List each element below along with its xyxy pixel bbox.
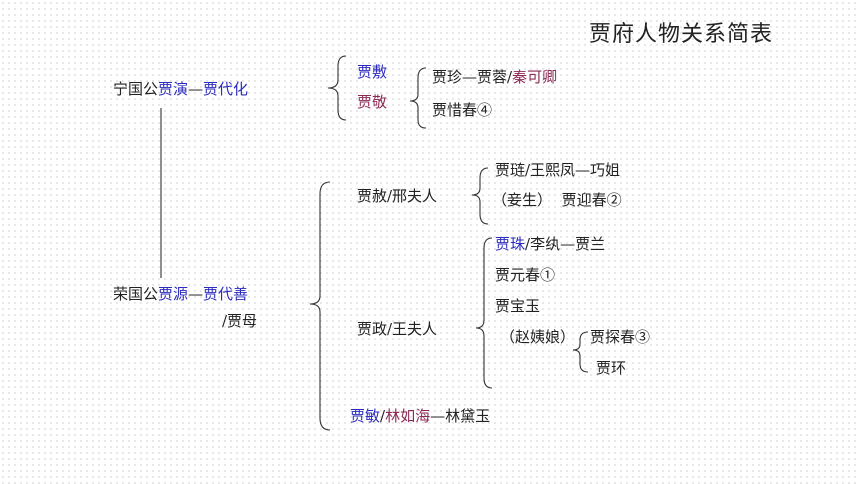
rongguo-children-brace bbox=[309, 181, 331, 431]
zhu-name: 贾珠 bbox=[495, 235, 526, 253]
zheng-child-zhu-line: 贾珠/李纨—贾兰 bbox=[495, 235, 605, 253]
qin-keqing: 秦可卿 bbox=[512, 68, 558, 86]
ningguo-founder: 贾演 bbox=[158, 80, 189, 98]
zhen-dash: — bbox=[462, 68, 478, 86]
min-name: 贾敏 bbox=[350, 407, 381, 425]
min-slash: / bbox=[380, 407, 386, 425]
jing-child-zhen-line: 贾珍—贾蓉/秦可卿 bbox=[432, 68, 557, 86]
rong-slash: / bbox=[507, 68, 513, 86]
zhao-children-brace bbox=[572, 331, 589, 373]
min-husband: 林如海 bbox=[385, 407, 431, 425]
she-child-yingchun: 贾迎春② bbox=[561, 191, 622, 209]
min-line: 贾敏/林如海—林黛玉 bbox=[350, 407, 490, 425]
she-label: 贾赦/邢夫人 bbox=[357, 187, 438, 205]
zheng-child-tanchun: 贾探春③ bbox=[590, 328, 651, 346]
zheng-child-huan: 贾环 bbox=[596, 359, 627, 377]
rongguo-wife: /贾母 bbox=[222, 312, 258, 330]
rongguo-heir: 贾代善 bbox=[203, 285, 249, 303]
zheng-child-baoyu: 贾宝玉 bbox=[495, 297, 541, 315]
zhu-rest: /李纨—贾兰 bbox=[525, 235, 606, 253]
she-children-brace bbox=[471, 167, 489, 225]
jing-children-brace bbox=[409, 67, 427, 129]
she-child-lian: 贾琏/王熙凤—巧姐 bbox=[495, 161, 621, 179]
rongguo-prefix: 荣国公 bbox=[113, 285, 159, 303]
ningguo-sons-brace bbox=[327, 55, 347, 121]
ningguo-dash: — bbox=[188, 80, 204, 98]
ningguo-son-jing: 贾敬 bbox=[357, 93, 388, 111]
rongguo-founder: 贾源 bbox=[158, 285, 189, 303]
page-title: 贾府人物关系简表 bbox=[589, 22, 774, 47]
zheng-child-yuanchun: 贾元春① bbox=[495, 266, 556, 284]
zheng-children-brace bbox=[475, 237, 493, 389]
min-child-daiyu: 林黛玉 bbox=[445, 407, 491, 425]
jing-child-xichun: 贾惜春④ bbox=[432, 101, 493, 119]
rong-name: 贾蓉 bbox=[477, 68, 508, 86]
rongguo-dash: — bbox=[188, 285, 204, 303]
ningguo-prefix: 宁国公 bbox=[113, 80, 159, 98]
she-concubine: （妾生） bbox=[492, 191, 553, 209]
she-concubine-line: （妾生） 贾迎春② bbox=[492, 191, 622, 209]
rongguo-duke: 荣国公贾源—贾代善 bbox=[113, 285, 248, 303]
zhen-name: 贾珍 bbox=[432, 68, 463, 86]
ningguo-duke: 宁国公贾演—贾代化 bbox=[113, 80, 248, 98]
ningguo-son-fu: 贾敷 bbox=[357, 63, 388, 81]
zheng-label: 贾政/王夫人 bbox=[357, 320, 438, 338]
min-dash: — bbox=[430, 407, 446, 425]
zheng-zhao-yiniang: （赵姨娘） bbox=[500, 328, 576, 346]
ningguo-heir: 贾代化 bbox=[203, 80, 249, 98]
